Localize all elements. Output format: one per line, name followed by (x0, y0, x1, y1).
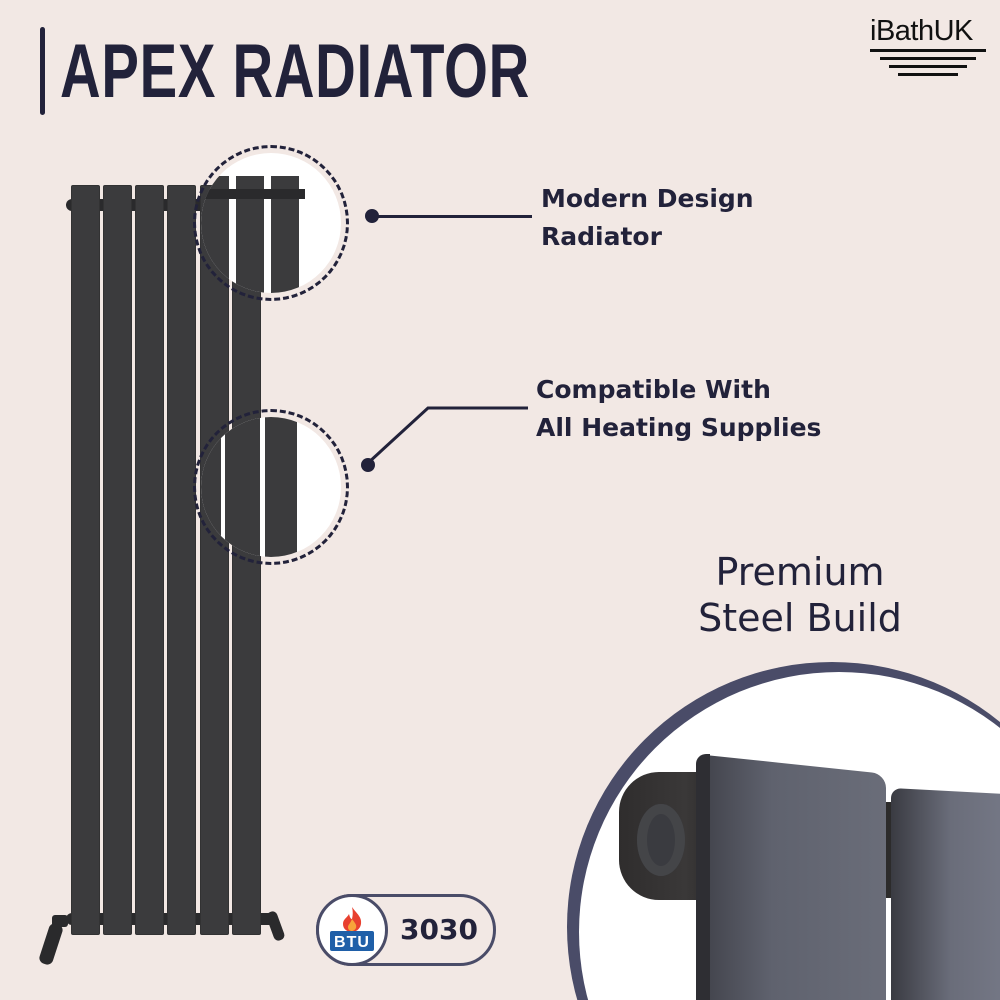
btu-flame-icon: BTU (330, 907, 374, 951)
lockshield-valve (262, 905, 290, 945)
radiator-panel-closeup (696, 754, 886, 1000)
radiator-column (135, 185, 164, 935)
title-accent-bar (40, 27, 45, 115)
logo-stripe (889, 65, 967, 68)
pipe-opening (637, 804, 685, 876)
svg-text:BTU: BTU (334, 934, 370, 951)
steel-closeup-image (567, 662, 1000, 1000)
feature-modern-design: Modern Design Radiator (541, 184, 754, 251)
page-title: APEX RADIATOR (60, 29, 531, 114)
radiator-column (71, 185, 100, 935)
radiator-product-image (37, 185, 290, 970)
logo-stripe (880, 57, 976, 60)
logo-stripe (898, 73, 958, 76)
callout-line (366, 406, 528, 465)
callout-line (372, 215, 532, 218)
radiator-column (200, 185, 229, 935)
btu-value: 3030 (400, 913, 478, 946)
premium-steel-heading: Premium Steel Build (698, 550, 902, 640)
radiator-column (167, 185, 196, 935)
detail-zoom-circle-top (193, 145, 349, 301)
brand-logo: iBathUK (868, 16, 988, 76)
logo-underline (870, 49, 986, 52)
thermostatic-valve (37, 905, 68, 967)
radiator-column (103, 185, 132, 935)
feature-heating-compatibility: Compatible With All Heating Supplies (536, 375, 822, 442)
detail-zoom-circle-middle (193, 409, 349, 565)
radiator-panel-closeup (891, 788, 1000, 1000)
brand-logo-text: iBathUK (870, 15, 973, 47)
